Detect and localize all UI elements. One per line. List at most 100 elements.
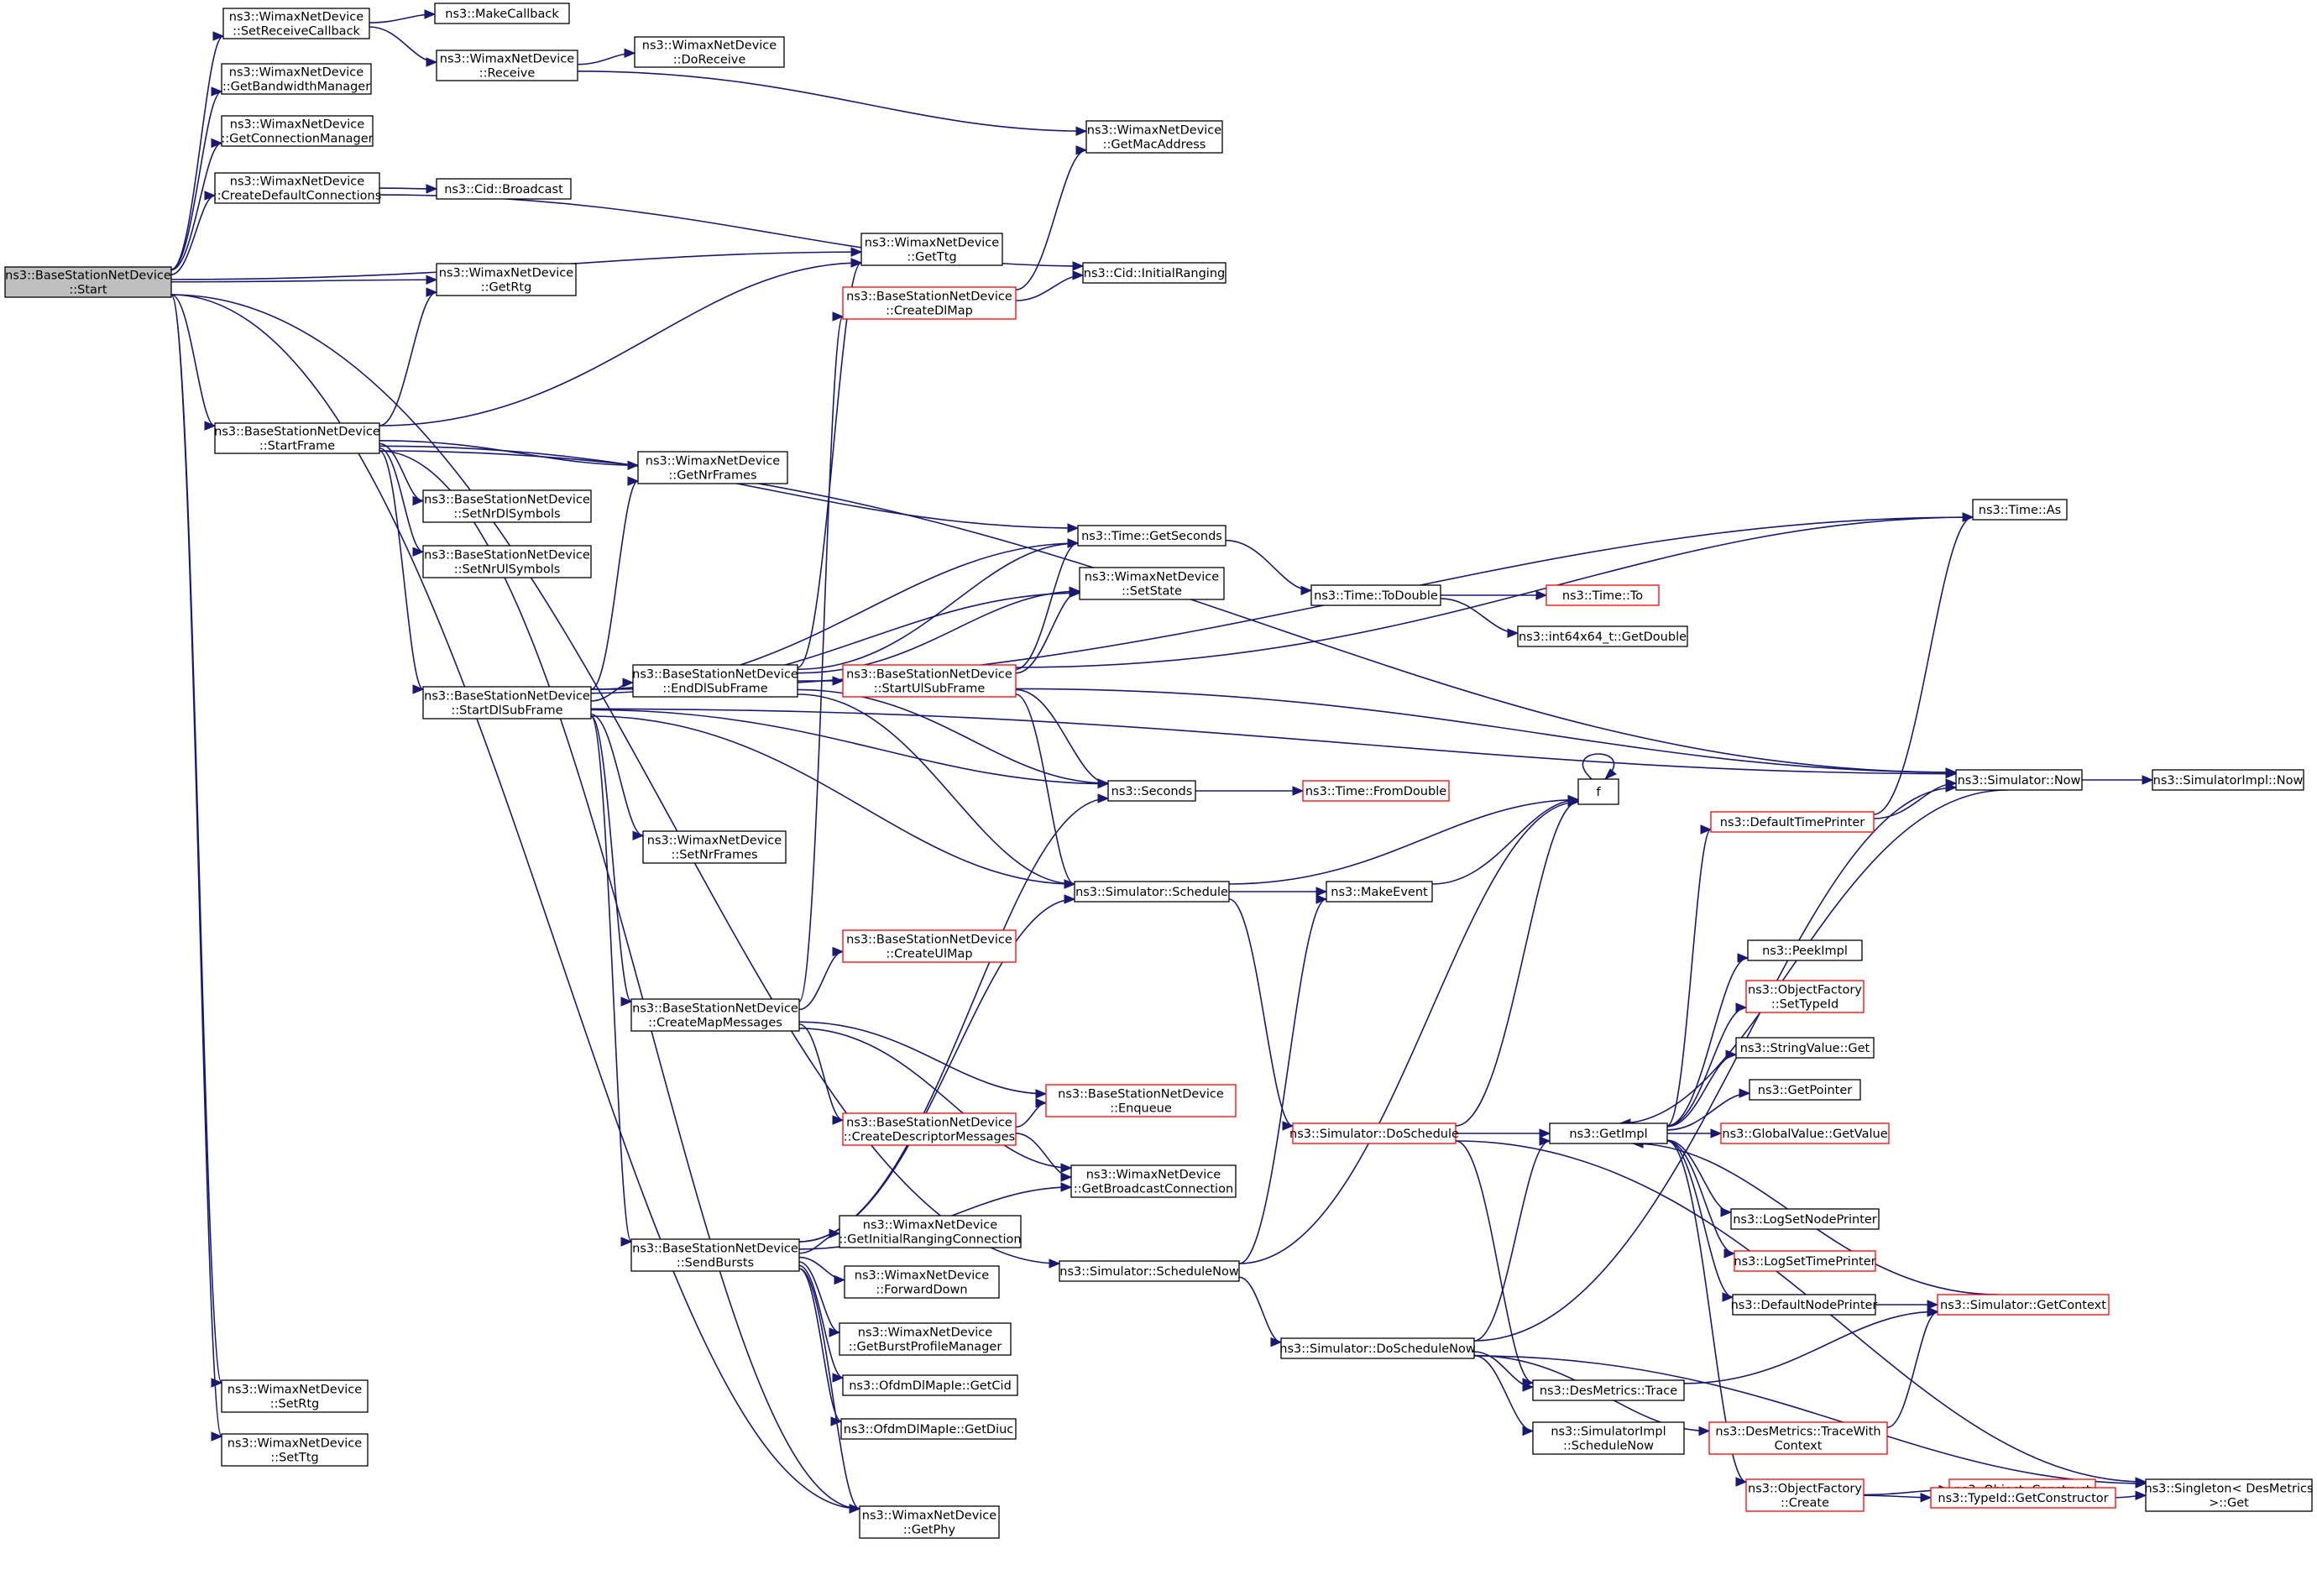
node-simulatorSchedule[interactable]: ns3::Simulator::Schedule [1074, 881, 1230, 903]
edge-arrowhead [1049, 1258, 1061, 1269]
edge-line [170, 279, 437, 283]
node-receive[interactable]: ns3::WimaxNetDevice::Receive [436, 50, 578, 81]
node-setNrDlSymbols[interactable]: ns3::BaseStationNetDevice::SetNrDlSymbol… [422, 489, 592, 523]
node-timeTo[interactable]: ns3::Time::To [1546, 584, 1660, 606]
edge-line [1440, 598, 1519, 634]
node-makeCallback[interactable]: ns3::MakeCallback [434, 3, 570, 24]
edge-startDlSubFrame-to-createMapMessages [590, 715, 633, 1007]
node-getBurstProfileManager[interactable]: ns3::WimaxNetDevice::GetBurstProfileMana… [839, 1322, 1012, 1356]
node-defaultNodePrinter[interactable]: ns3::DefaultNodePrinter [1731, 1294, 1878, 1316]
node-logSetTimePrinter[interactable]: ns3::LogSetTimePrinter [1734, 1250, 1876, 1272]
node-startFrame[interactable]: ns3::BaseStationNetDevice::StartFrame [214, 422, 380, 454]
edge-arrowhead [412, 547, 425, 557]
node-enqueue[interactable]: ns3::BaseStationNetDevice::Enqueue [1045, 1084, 1237, 1117]
node-getNrFrames[interactable]: ns3::WimaxNetDevice::GetNrFrames [637, 451, 788, 484]
node-desMetricsTrace[interactable]: ns3::DesMetrics::Trace [1532, 1379, 1685, 1401]
edge-arrowhead [2135, 1490, 2147, 1500]
node-objectFactorySetTypeId[interactable]: ns3::ObjectFactory::SetTypeId [1745, 980, 1865, 1013]
edge-line [1015, 590, 1080, 674]
node-objectFactoryCreate[interactable]: ns3::ObjectFactory::Create [1745, 1478, 1865, 1512]
node-getInitialRangingConnection[interactable]: ns3::WimaxNetDevice::GetInitialRangingCo… [839, 1215, 1022, 1248]
node-getMacAddress[interactable]: ns3::WimaxNetDevice::GetMacAddress [1085, 120, 1223, 154]
node-endDlSubFrame[interactable]: ns3::BaseStationNetDevice::EndDlSubFrame [632, 664, 798, 698]
node-box [221, 63, 372, 95]
edge-line [1473, 787, 1957, 1342]
node-label: ::GetNrFrames [668, 469, 756, 483]
node-cidInitialRanging[interactable]: ns3::Cid::InitialRanging [1082, 262, 1226, 284]
node-simulatorImplNow[interactable]: ns3::SimulatorImpl::Now [2152, 769, 2304, 791]
edge-line [1666, 957, 1749, 1127]
node-simulatorGetContext[interactable]: ns3::Simulator::GetContext [1937, 1294, 2110, 1316]
node-box [214, 172, 380, 204]
node-int64GetDouble[interactable]: ns3::int64x64_t::GetDouble [1517, 625, 1688, 647]
edge-arrowhead [1097, 778, 1110, 788]
node-setNrFrames[interactable]: ns3::WimaxNetDevice::SetNrFrames [642, 830, 787, 864]
edge-arrowhead [834, 1274, 846, 1285]
node-box [1546, 584, 1660, 606]
node-f[interactable]: f [1577, 778, 1619, 805]
node-startDlSubFrame[interactable]: ns3::BaseStationNetDevice::StartDlSubFra… [422, 686, 592, 720]
edge-arrowhead [1927, 1307, 1939, 1317]
node-peekImpl[interactable]: ns3::PeekImpl [1747, 939, 1863, 961]
node-simulatorImplScheduleNow[interactable]: ns3::SimulatorImpl::ScheduleNow [1532, 1421, 1685, 1455]
node-seconds[interactable]: ns3::Seconds [1107, 780, 1196, 802]
node-cidBroadcast[interactable]: ns3::Cid::Broadcast [436, 178, 572, 200]
edge-startDlSubFrame-to-setNrFrames [590, 713, 645, 840]
node-label: ns3::BaseStationNetDevice [632, 668, 798, 682]
edge-createDefaultConnections-to-cidBroadcast [379, 184, 438, 194]
node-createMapMessages[interactable]: ns3::BaseStationNetDevice::CreateMapMess… [630, 998, 800, 1032]
node-setReceiveCallback[interactable]: ns3::WimaxNetDevice::SetReceiveCallback [222, 8, 370, 39]
node-timeFromDouble[interactable]: ns3::Time::FromDouble [1302, 780, 1450, 802]
node-defaultTimePrinter[interactable]: ns3::DefaultTimePrinter [1710, 811, 1875, 833]
node-globalValueGetValue[interactable]: ns3::GlobalValue::GetValue [1720, 1122, 1890, 1144]
node-doReceive[interactable]: ns3::WimaxNetDevice::DoReceive [634, 36, 785, 68]
node-getPointer[interactable]: ns3::GetPointer [1749, 1079, 1861, 1101]
node-stringValueGet[interactable]: ns3::StringValue::Get [1735, 1037, 1875, 1059]
node-getTtg[interactable]: ns3::WimaxNetDevice::GetTtg [860, 233, 1003, 266]
node-box [436, 178, 572, 200]
node-setState[interactable]: ns3::WimaxNetDevice::SetState [1079, 567, 1225, 600]
node-timeGetSeconds[interactable]: ns3::Time::GetSeconds [1077, 525, 1226, 547]
node-simulatorNow[interactable]: ns3::Simulator::Now [1955, 769, 2083, 791]
node-box [1730, 1208, 1880, 1230]
edge-startDlSubFrame-to-timeAs [590, 512, 1974, 690]
edge-createDescriptorMessages-to-getBroadcastConnection [1015, 1133, 1073, 1182]
node-createDescriptorMessages[interactable]: ns3::BaseStationNetDevice::CreateDescrip… [842, 1112, 1017, 1146]
node-forwardDown[interactable]: ns3::WimaxNetDevice::ForwardDown [844, 1265, 1000, 1299]
node-timeToDouble[interactable]: ns3::Time::ToDouble [1310, 584, 1441, 606]
node-label: ns3::WimaxNetDevice [228, 1437, 362, 1451]
node-getConnectionManager[interactable]: ns3::WimaxNetDevice::GetConnectionManage… [221, 115, 374, 147]
edge-simulatorScheduleNow-to-simulatorDoScheduleNow [1238, 1276, 1283, 1347]
edge-arrowhead [204, 421, 217, 431]
node-label: ::SetTtg [270, 1452, 318, 1465]
edge-arrowhead [1927, 1300, 1939, 1310]
node-simulatorDoScheduleNow[interactable]: ns3::Simulator::DoScheduleNow [1279, 1337, 1476, 1359]
node-singletonGet[interactable]: ns3::Singleton< DesMetrics >::Get [2144, 1478, 2314, 1512]
node-start[interactable]: ns3::BaseStationNetDevice::Start [4, 266, 172, 298]
node-createDefaultConnections[interactable]: ns3::WimaxNetDevice::CreateDefaultConnec… [213, 172, 382, 204]
node-simulatorScheduleNow[interactable]: ns3::Simulator::ScheduleNow [1059, 1260, 1240, 1282]
node-simulatorDoSchedule[interactable]: ns3::Simulator::DoSchedule [1289, 1122, 1459, 1144]
node-createDlMap[interactable]: ns3::BaseStationNetDevice::CreateDlMap [842, 286, 1017, 320]
node-getRtg[interactable]: ns3::WimaxNetDevice::GetRtg [436, 263, 577, 296]
node-timeAs[interactable]: ns3::Time::As [1972, 499, 2068, 521]
edge-line [797, 262, 862, 668]
node-getPhy[interactable]: ns3::WimaxNetDevice::GetPhy [859, 1505, 1000, 1539]
node-sendBursts[interactable]: ns3::BaseStationNetDevice::SendBursts [630, 1238, 800, 1272]
node-setRtg[interactable]: ns3::WimaxNetDevice::SetRtg [221, 1379, 369, 1413]
node-logSetNodePrinter[interactable]: ns3::LogSetNodePrinter [1730, 1208, 1880, 1230]
node-getDiuc[interactable]: ns3::OfdmDlMapIe::GetDiuc [840, 1418, 1017, 1440]
node-getBandwidthManager[interactable]: ns3::WimaxNetDevice::GetBandwidthManager [221, 63, 372, 95]
node-box [842, 286, 1017, 320]
node-setTtg[interactable]: ns3::WimaxNetDevice::SetTtg [221, 1433, 369, 1467]
node-typeIdGetConstructor[interactable]: ns3::TypeId::GetConstructor [1930, 1487, 2116, 1509]
node-setNrUlSymbols[interactable]: ns3::BaseStationNetDevice::SetNrUlSymbol… [422, 545, 592, 578]
node-makeEvent[interactable]: ns3::MakeEvent [1326, 881, 1433, 903]
node-getImpl[interactable]: ns3::GetImpl [1549, 1122, 1668, 1144]
node-getCid[interactable]: ns3::OfdmDlMapIe::GetCid [842, 1374, 1018, 1396]
edge-line [1015, 149, 1087, 290]
node-startUlSubFrame[interactable]: ns3::BaseStationNetDevice::StartUlSubFra… [842, 664, 1017, 698]
node-getBroadcastConnection[interactable]: ns3::WimaxNetDevice::GetBroadcastConnect… [1070, 1164, 1237, 1198]
node-createUlMap[interactable]: ns3::BaseStationNetDevice::CreateUlMap [842, 929, 1017, 963]
